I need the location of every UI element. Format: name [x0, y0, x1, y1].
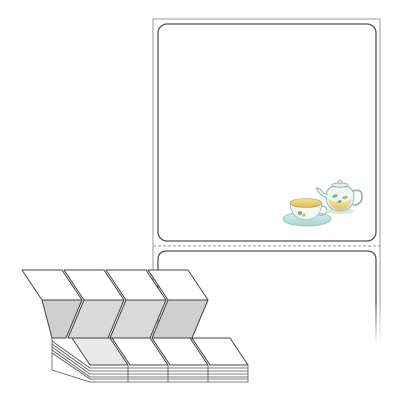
label-top	[157, 23, 377, 242]
fanfold-stack-layers	[51, 338, 249, 383]
fanfold-top-panel	[21, 269, 209, 301]
label-bottom	[157, 250, 377, 340]
fanfold-bottom-panel	[71, 337, 249, 366]
label-sheet	[150, 18, 385, 345]
fanfold-middle-panel	[41, 299, 209, 339]
tea-set-illustration	[282, 179, 363, 227]
fanfold-stack-icon	[21, 269, 249, 383]
teacup-icon	[289, 198, 328, 221]
teapot-icon	[315, 179, 363, 214]
